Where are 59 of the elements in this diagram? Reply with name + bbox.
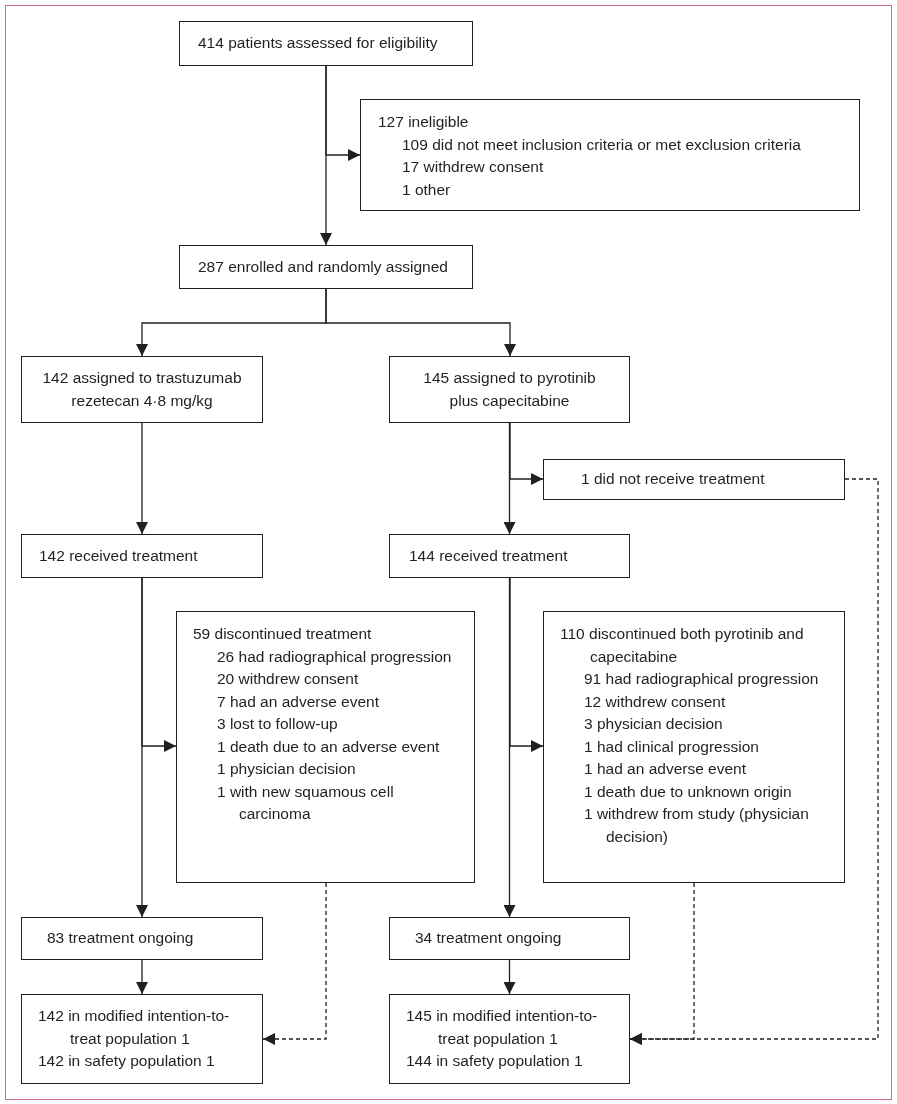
flow-box <box>389 994 630 1084</box>
arrow <box>136 959 148 995</box>
box-text: 142 received treatment <box>39 545 199 566</box>
list-item-text: 20 withdrew consent <box>216 669 360 689</box>
box-text: 110 discontinued both pyrotinib and capecitabine <box>560 624 805 667</box>
flow-box <box>389 356 630 423</box>
flow-box <box>360 99 860 211</box>
list-item-text: 3 lost to follow-up <box>216 714 339 734</box>
dashed-arrow <box>262 882 327 1045</box>
dashed-arrow <box>629 478 879 1045</box>
arrow <box>325 65 361 161</box>
arrow <box>503 959 516 995</box>
arrow <box>136 422 148 535</box>
list-item-text: 17 withdrew consent <box>401 157 545 177</box>
box-text: 59 discontinued treatment <box>193 624 373 644</box>
list-item-text: 7 had an adverse event <box>216 691 380 712</box>
box-text: 414 patients assessed for eligibility <box>198 33 439 54</box>
box-text: 83 treatment ongoing <box>47 928 195 949</box>
flow-box <box>389 534 630 578</box>
list-item-text: 1 death due to an adverse event <box>216 736 441 757</box>
box-text: 142 assigned to trastuzumab rezetecan 4·8 mg/kg <box>41 368 243 411</box>
list-item-text: 1 physician decision <box>216 759 357 779</box>
box-text: 1 did not receive treatment <box>581 469 766 490</box>
list-item-text: 1 other <box>401 179 452 200</box>
flow-box <box>21 534 263 578</box>
box-text: 142 in safety population 1 <box>38 1051 216 1072</box>
arrow <box>509 577 544 752</box>
arrow <box>503 577 516 918</box>
flow-box <box>179 245 473 289</box>
flow-box <box>543 459 845 500</box>
list-item-text: 1 death due to unknown origin <box>583 781 793 802</box>
arrow <box>325 288 516 357</box>
box-text: 144 received treatment <box>409 545 569 566</box>
flow-box <box>21 994 263 1084</box>
list-item-text: 109 did not meet inclusion criteria or met exclusion criteria <box>401 134 802 155</box>
list-item-text: 1 withdrew from study (physician decision) <box>583 804 810 847</box>
box-text: 145 in modified intention-to-treat population 1 <box>406 1006 599 1049</box>
box-text: 287 enrolled and randomly assigned <box>198 256 449 277</box>
box-text: 145 assigned to pyrotinib plus capecitabine <box>422 368 597 411</box>
list-item-text: 1 had clinical progression <box>583 736 760 757</box>
flow-box <box>21 356 263 423</box>
arrow <box>509 422 544 485</box>
list-item-text: 91 had radiographical progression <box>583 669 820 689</box>
arrow <box>503 422 516 535</box>
box-text: 144 in safety population 1 <box>406 1051 584 1072</box>
flow-box <box>179 21 473 66</box>
list-item-text: 1 had an adverse event <box>583 759 747 779</box>
arrow <box>136 577 148 918</box>
list-item-text: 1 with new squamous cell carcinoma <box>216 781 395 824</box>
flow-box <box>543 611 845 883</box>
flow-box <box>389 917 630 960</box>
flow-box <box>176 611 475 883</box>
box-text: 34 treatment ongoing <box>415 928 563 949</box>
list-item-text: 12 withdrew consent <box>583 691 727 712</box>
list-item-text: 26 had radiographical progression <box>216 646 453 667</box>
flow-box <box>21 917 263 960</box>
list-item-text: 3 physician decision <box>583 714 724 734</box>
box-text: 142 in modified intention-to-treat population 1 <box>38 1006 231 1049</box>
box-text: 127 ineligible <box>378 112 470 132</box>
